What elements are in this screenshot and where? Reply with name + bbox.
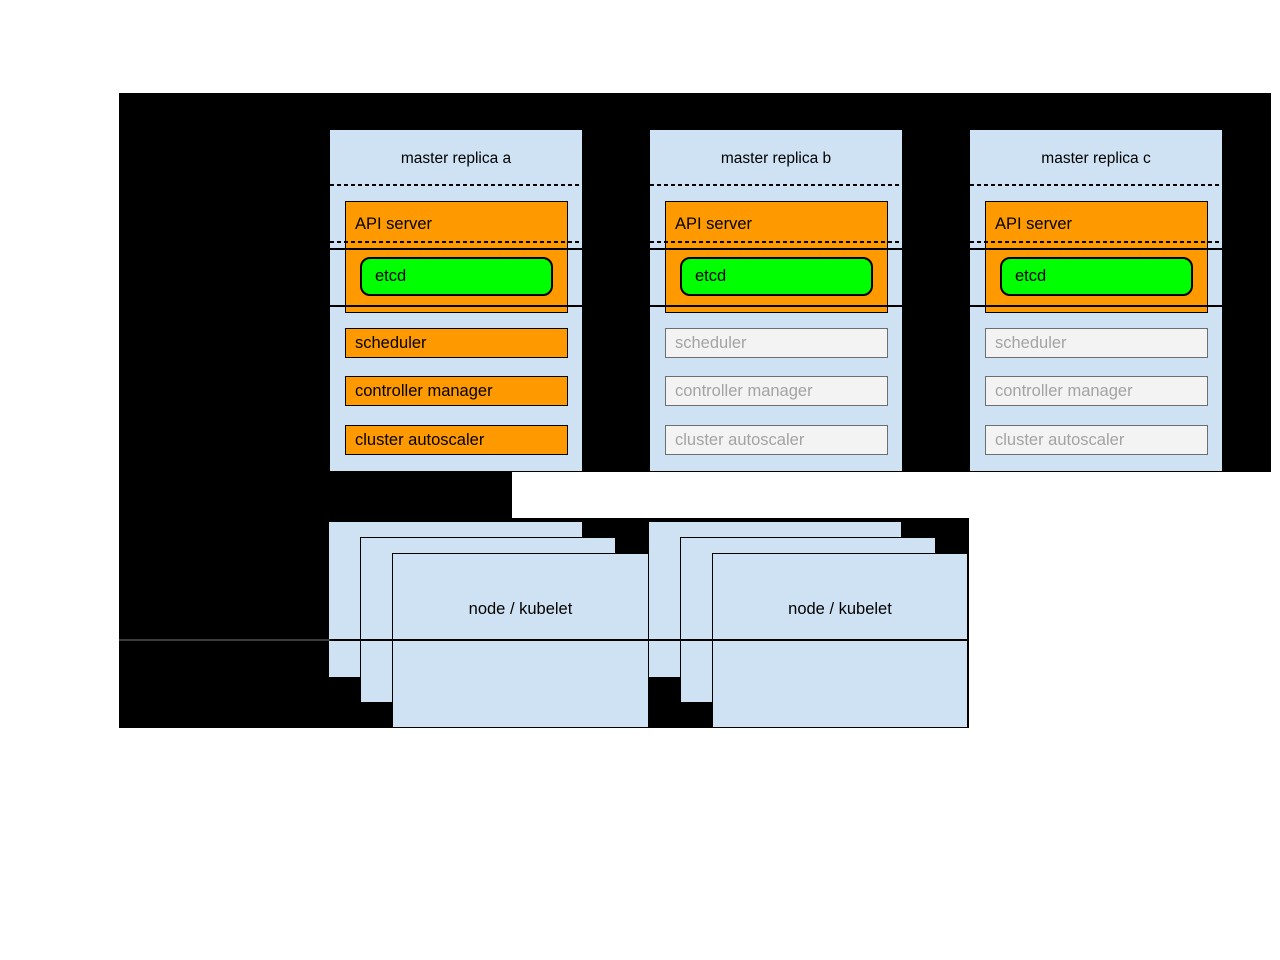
separator-line xyxy=(650,248,902,250)
master-replica-c-panel: master replica c API server etcd schedul… xyxy=(969,129,1223,472)
api-server-box: API server etcd xyxy=(665,201,888,313)
etcd-label: etcd xyxy=(375,267,407,285)
scheduler-box: scheduler xyxy=(665,328,888,358)
scheduler-label: scheduler xyxy=(355,333,427,352)
separator-line xyxy=(970,305,1222,307)
etcd-label: etcd xyxy=(1015,267,1047,285)
separator-line xyxy=(970,241,1222,243)
node-row-line-dark-segment xyxy=(119,639,330,641)
cluster-autoscaler-label: cluster autoscaler xyxy=(675,430,805,449)
separator-line xyxy=(650,241,902,243)
controller-manager-box: controller manager xyxy=(345,376,568,406)
backdrop-middle-strip xyxy=(119,472,512,518)
scheduler-label: scheduler xyxy=(995,333,1067,352)
etcd-box: etcd xyxy=(680,257,873,296)
node-kubelet-label: node / kubelet xyxy=(788,600,892,618)
separator-line xyxy=(970,184,1222,186)
controller-manager-box: controller manager xyxy=(985,376,1208,406)
master-replica-a-title: master replica a xyxy=(400,150,512,167)
scheduler-label: scheduler xyxy=(675,333,747,352)
separator-line xyxy=(970,248,1222,250)
scheduler-box: scheduler xyxy=(345,328,568,358)
cluster-autoscaler-box: cluster autoscaler xyxy=(985,425,1208,455)
api-server-box: API server etcd xyxy=(345,201,568,313)
scheduler-box: scheduler xyxy=(985,328,1208,358)
cluster-autoscaler-box: cluster autoscaler xyxy=(665,425,888,455)
etcd-box: etcd xyxy=(1000,257,1193,296)
api-server-box: API server etcd xyxy=(985,201,1208,313)
separator-line xyxy=(650,184,902,186)
cluster-autoscaler-label: cluster autoscaler xyxy=(355,430,485,449)
separator-line xyxy=(650,305,902,307)
separator-line xyxy=(330,184,582,186)
node-row-line-black-segment xyxy=(330,639,968,641)
cluster-autoscaler-label: cluster autoscaler xyxy=(995,430,1125,449)
etcd-label: etcd xyxy=(695,267,727,285)
api-server-label: API server xyxy=(995,215,1073,233)
separator-line xyxy=(330,241,582,243)
master-replica-b-panel: master replica b API server etcd schedul… xyxy=(649,129,903,472)
master-replica-b-title: master replica b xyxy=(720,150,832,167)
api-server-label: API server xyxy=(675,215,753,233)
controller-manager-label: controller manager xyxy=(675,381,813,400)
separator-line xyxy=(330,248,582,250)
cluster-autoscaler-box: cluster autoscaler xyxy=(345,425,568,455)
api-server-label: API server xyxy=(355,215,433,233)
separator-line xyxy=(330,305,582,307)
etcd-box: etcd xyxy=(360,257,553,296)
master-replica-c-title: master replica c xyxy=(1041,150,1151,167)
node-kubelet-label: node / kubelet xyxy=(468,600,573,618)
master-replica-a-panel: master replica a API server etcd schedul… xyxy=(329,129,583,472)
controller-manager-box: controller manager xyxy=(665,376,888,406)
controller-manager-label: controller manager xyxy=(355,381,493,400)
controller-manager-label: controller manager xyxy=(995,381,1133,400)
